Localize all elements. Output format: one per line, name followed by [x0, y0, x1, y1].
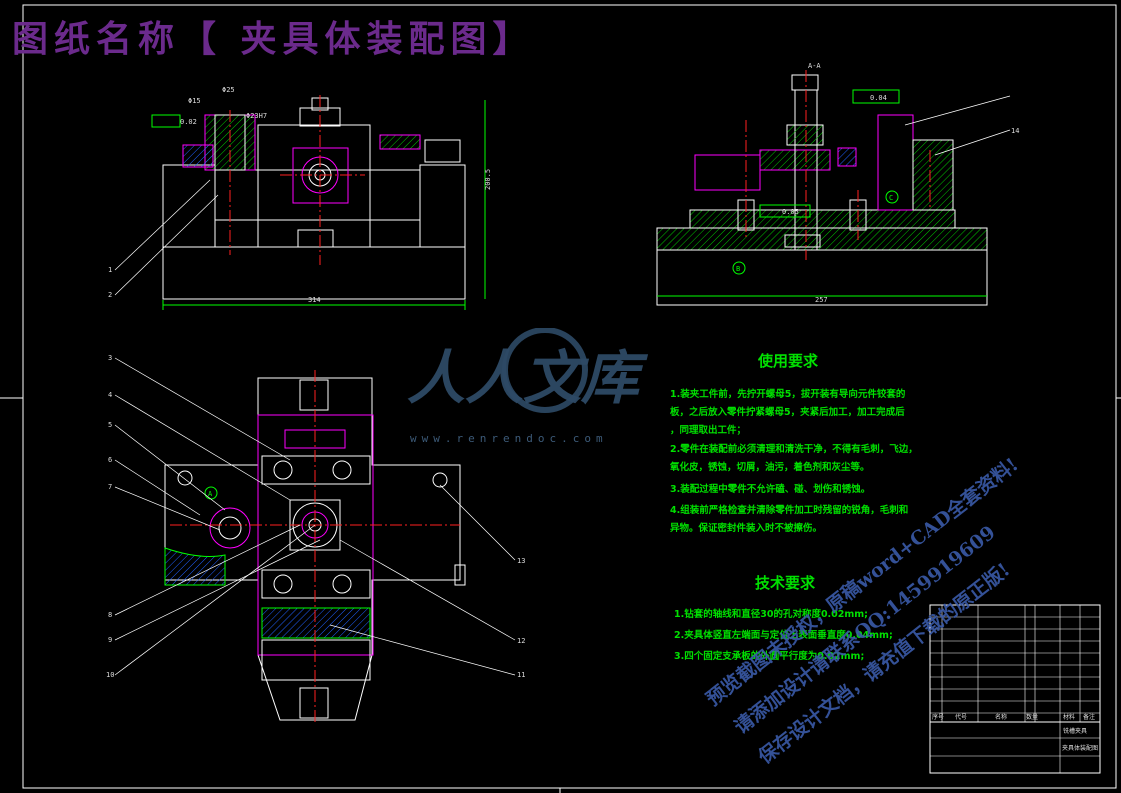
dia-a-label: Φ25 [222, 86, 235, 94]
watermark-logo-text: 人人文库 [407, 344, 649, 412]
section-view: 257 0.04 0.05 A-A [656, 62, 1011, 306]
watermark-logo-icon: 人人文库 [407, 328, 649, 413]
balloon-14: 14 [1011, 127, 1019, 135]
tb-header-no: 序号 [932, 713, 944, 721]
side-tolerance: 0.04 [870, 94, 887, 102]
section-label: A-A [808, 62, 821, 70]
front-width-dim: 314 [308, 296, 321, 304]
usage-line-1: 1.装夹工件前，先拧开螺母5，拔开装有导向元件铰套的 [670, 389, 906, 400]
usage-line-4: 2.零件在装配前必须清理和清洗干净，不得有毛刺，飞边， [670, 444, 918, 455]
datum-b: B [736, 265, 740, 273]
balloon-10: 10 [106, 671, 114, 679]
drawing-title: 图纸名称【 夹具体装配图】 [12, 18, 535, 60]
tech-line-3: 3.四个固定支承板的外圆平行度为0.02mm; [674, 651, 865, 662]
dia-b-label: Φ15 [188, 97, 201, 105]
tb-header-name: 名称 [995, 713, 1007, 721]
balloon-7: 7 [108, 483, 112, 491]
front-view: 314 200.5 0.02 Φ25 Φ15 Φ23H7 [114, 86, 492, 310]
usage-line-3: ，同理取出工件； [670, 425, 747, 436]
balloon-2: 2 [108, 291, 112, 299]
tb-drawing-name: 夹具体装配图 [1062, 744, 1098, 752]
tech-line-1: 1.钻套的轴线和直径30的孔对称度0.02mm; [674, 609, 868, 620]
tb-header-remark: 备注 [1083, 713, 1095, 721]
usage-requirements-heading: 使用要求 [758, 352, 819, 370]
front-height-dim: 200.5 [484, 169, 492, 190]
datum-a: A [208, 490, 213, 498]
balloon-9: 9 [108, 636, 112, 644]
tech-line-2: 2.夹具体竖直左端面与定位上表面垂直度0.04mm; [674, 630, 893, 641]
datum-c: C [889, 194, 893, 202]
sheet-border [22, 4, 1117, 789]
balloon-4: 4 [108, 391, 112, 399]
balloon-5: 5 [108, 421, 112, 429]
balloon-6: 6 [108, 456, 112, 464]
technical-requirements-heading: 技术要求 [755, 574, 816, 592]
tb-header-code: 代号 [955, 713, 967, 721]
tb-part-label: 铣槽夹具 [1063, 727, 1087, 735]
side-width-dim: 257 [815, 296, 828, 304]
tb-header-material: 材料 [1063, 713, 1075, 721]
balloon-11: 11 [517, 671, 525, 679]
center-tolerance: 0.05 [782, 208, 799, 216]
balloon-labels: 1 2 3 4 5 6 7 8 9 10 11 12 13 14 [106, 127, 1019, 679]
tb-header-qty: 数量 [1026, 713, 1038, 721]
balloon-12: 12 [517, 637, 525, 645]
balloon-8: 8 [108, 611, 112, 619]
fit-a-label: Φ23H7 [246, 112, 267, 120]
usage-line-2: 板，之后放入零件拧紧螺母5，夹紧后加工，加工完成后 [670, 407, 905, 418]
balloon-13: 13 [517, 557, 525, 565]
balloon-1: 1 [108, 266, 112, 274]
title-block: 序号 代号 名称 数量 材料 备注 铣槽夹具 夹具体装配图 [929, 604, 1101, 774]
usage-line-6: 3.装配过程中零件不允许磕、碰、划伤和锈蚀。 [670, 484, 871, 495]
balloon-3: 3 [108, 354, 112, 362]
top-view [114, 357, 516, 725]
datum-markers: A B C [208, 194, 893, 498]
watermark-url: www.renrendoc.com [410, 432, 608, 445]
usage-line-8: 异物。保证密封件装入时不被擦伤。 [670, 523, 823, 534]
front-tolerance: 0.02 [180, 118, 197, 126]
usage-line-7: 4.组装前严格检查并清除零件加工时残留的锐角，毛刺和 [670, 505, 909, 516]
usage-line-5: 氧化皮，锈蚀，切屑，油污，着色剂和灰尘等。 [670, 462, 870, 473]
